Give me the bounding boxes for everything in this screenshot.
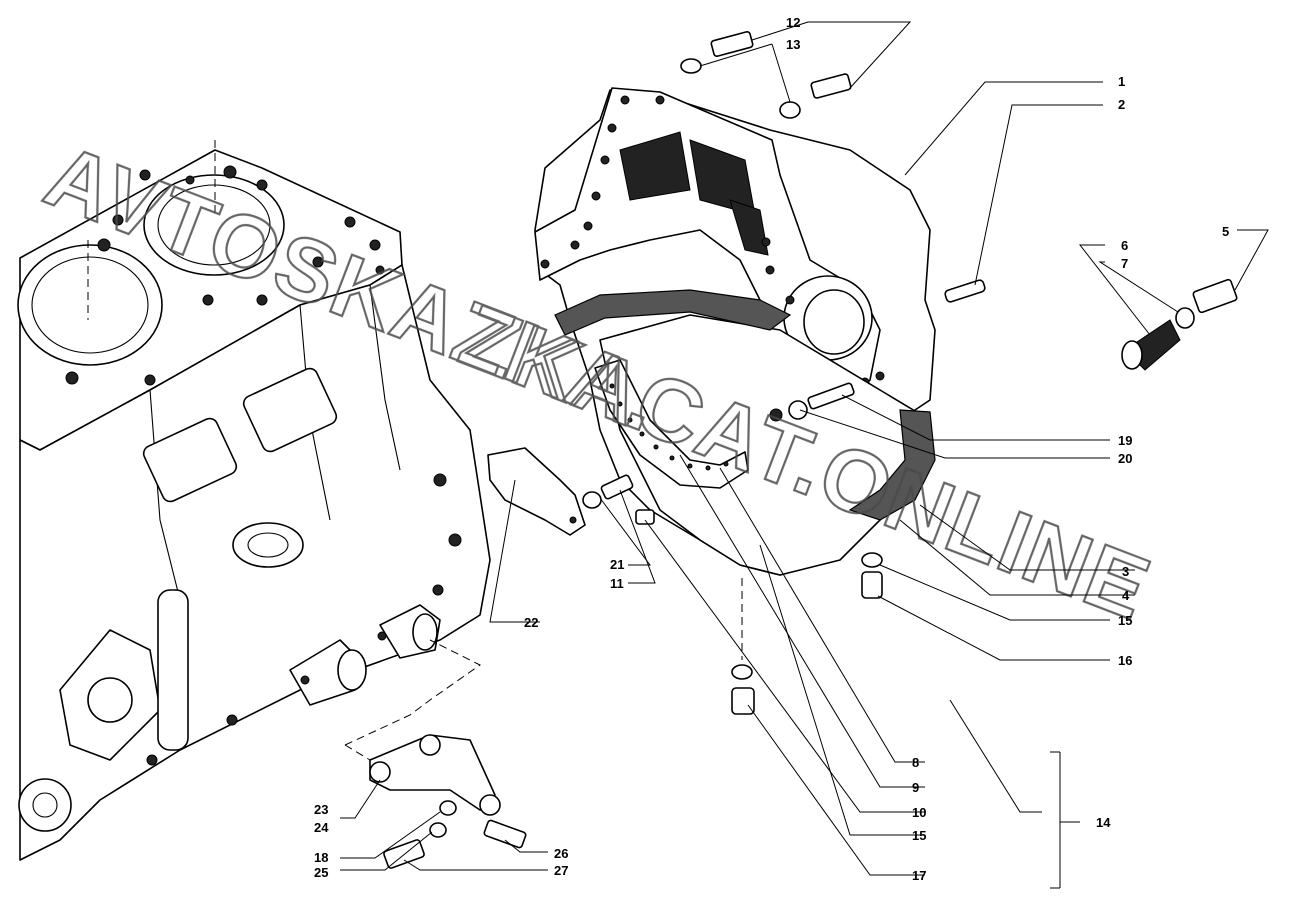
callout-15-bottom: 15 (912, 828, 926, 843)
callout-6: 6 (1121, 238, 1128, 253)
callout-8: 8 (912, 755, 919, 770)
callout-25: 24 (314, 820, 329, 835)
callout-18: 18 (314, 850, 328, 865)
callout-10: 10 (912, 805, 926, 820)
callout-24: 23 (314, 802, 328, 817)
callout-13: 13 (786, 37, 800, 52)
callout-5: 5 (1222, 224, 1229, 239)
link-bracket (344, 639, 527, 869)
callout-19: 26 (554, 846, 568, 861)
callout-2: 2 (1118, 97, 1125, 112)
callout-11: 11 (610, 576, 624, 591)
callout-14: 14 (1096, 815, 1111, 830)
dowel-pin-2 (944, 279, 986, 303)
bolt-11 (582, 474, 655, 525)
callout-1: 1 (1118, 74, 1125, 89)
deck-bolt-holes (65, 165, 385, 386)
plug-assembly (1121, 278, 1238, 371)
callout-9: 9 (912, 780, 919, 795)
housing-bolt-holes (540, 95, 885, 387)
callout-26: 25 (314, 865, 328, 880)
callout-16: 17 (912, 868, 926, 883)
clutch-bell-housing (534, 87, 936, 576)
callout-21: 20 (1118, 451, 1132, 466)
callout-20: 19 (1118, 433, 1132, 448)
callout-labels: 12 13 1 2 5 6 7 19 20 3 4 15 16 21 11 22… (314, 15, 1229, 883)
callout-3: 3 (1122, 564, 1129, 579)
callout-22: 21 (610, 557, 624, 572)
engine-block (17, 140, 491, 861)
callout-15-right: 15 (1118, 613, 1132, 628)
bolts-15-17 (731, 552, 883, 715)
stud-and-gear (769, 382, 855, 422)
bracket-plate-23 (487, 447, 586, 536)
callout-17: 16 (1118, 653, 1132, 668)
callout-23: 22 (524, 615, 538, 630)
callout-7: 7 (1121, 256, 1128, 271)
leader-lines (340, 21, 1269, 889)
callout-4: 4 (1122, 588, 1130, 603)
callout-12: 12 (786, 15, 800, 30)
top-bolts (680, 30, 852, 119)
callout-27: 27 (554, 863, 568, 878)
cover-holes (609, 383, 729, 471)
